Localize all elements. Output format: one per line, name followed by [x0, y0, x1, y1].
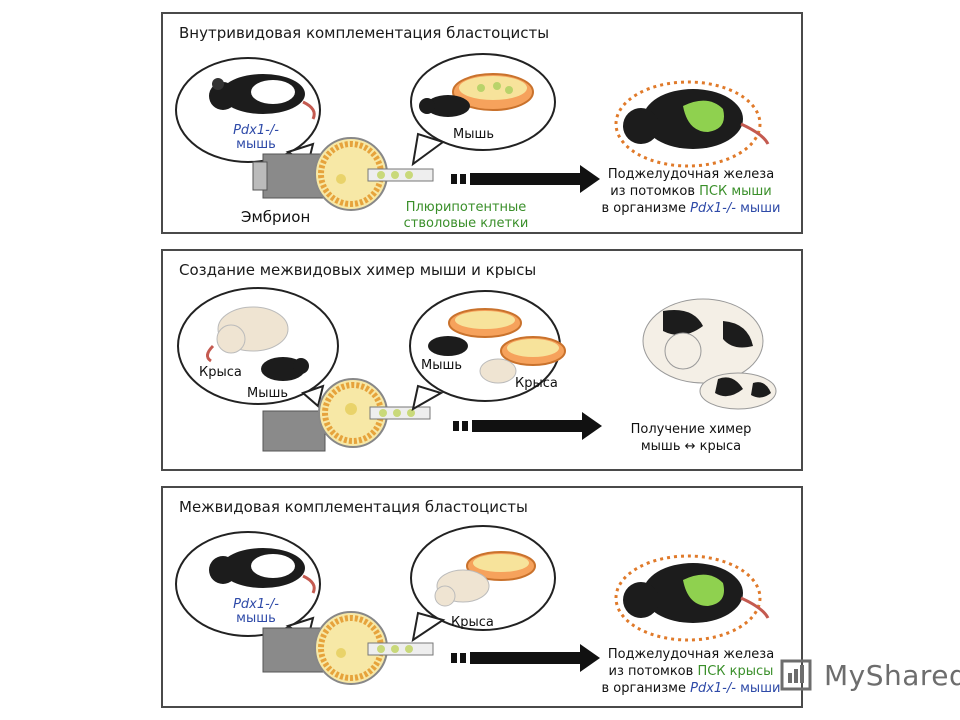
panel-title: Межвидовая комплементация бластоцисты [179, 498, 528, 516]
panel-illustration [175, 53, 770, 211]
embryo-label: Эмбрион [241, 208, 311, 226]
pdx1-label: Pdx1-/- [233, 597, 279, 612]
left-rat-label: Крыса [199, 365, 242, 380]
panel-title: Внутривидовая комплементация бластоцисты [179, 24, 550, 42]
right-bubble-label: Мышь [453, 127, 495, 142]
panel-illustration [175, 525, 770, 685]
myshared-logo-icon [780, 659, 812, 691]
pluripotent-label: Плюрипотентные [405, 200, 527, 215]
panel-illustration [177, 287, 777, 452]
result-line-2: мышь ↔ крыса [640, 439, 742, 454]
right-bubble-label: Крыса [451, 615, 494, 630]
left-mouse-label: Мышь [247, 386, 289, 401]
result-line-1: Получение химер [630, 422, 752, 437]
result-line-1: Поджелудочная железа [607, 167, 775, 182]
pdx1-mouse-icon [209, 548, 316, 594]
watermark: MyShared [780, 655, 960, 699]
panel-interspecies: Межвидовая комплементация бластоцисты [161, 486, 803, 708]
pdx1-label: Pdx1-/- [233, 123, 279, 138]
result-line-3: в организме Pdx1-/- мыши [601, 681, 781, 696]
result-line-3: в организме Pdx1-/- мыши [601, 201, 781, 216]
panel-chimera: Создание межвидовых химер мыши и крысы [161, 249, 803, 471]
right-rat-label: Крыса [515, 376, 558, 391]
panel-intraspecies: Внутривидовая комплементация бластоцисты [161, 12, 803, 234]
mouse-label: мышь [236, 611, 276, 626]
stem-cells-label: стволовые клетки [403, 216, 529, 231]
pdx1-mouse-icon [209, 74, 316, 120]
panel-title: Создание межвидовых химер мыши и крысы [179, 261, 537, 279]
result-line-2: из потомков ПСК крысы [608, 664, 774, 679]
watermark-text: MyShared [824, 659, 960, 692]
result-line-1: Поджелудочная железа [607, 647, 775, 662]
right-mouse-label: Мышь [421, 358, 463, 373]
mouse-label: мышь [236, 137, 276, 152]
result-line-2: из потомков ПСК мыши [610, 184, 772, 199]
